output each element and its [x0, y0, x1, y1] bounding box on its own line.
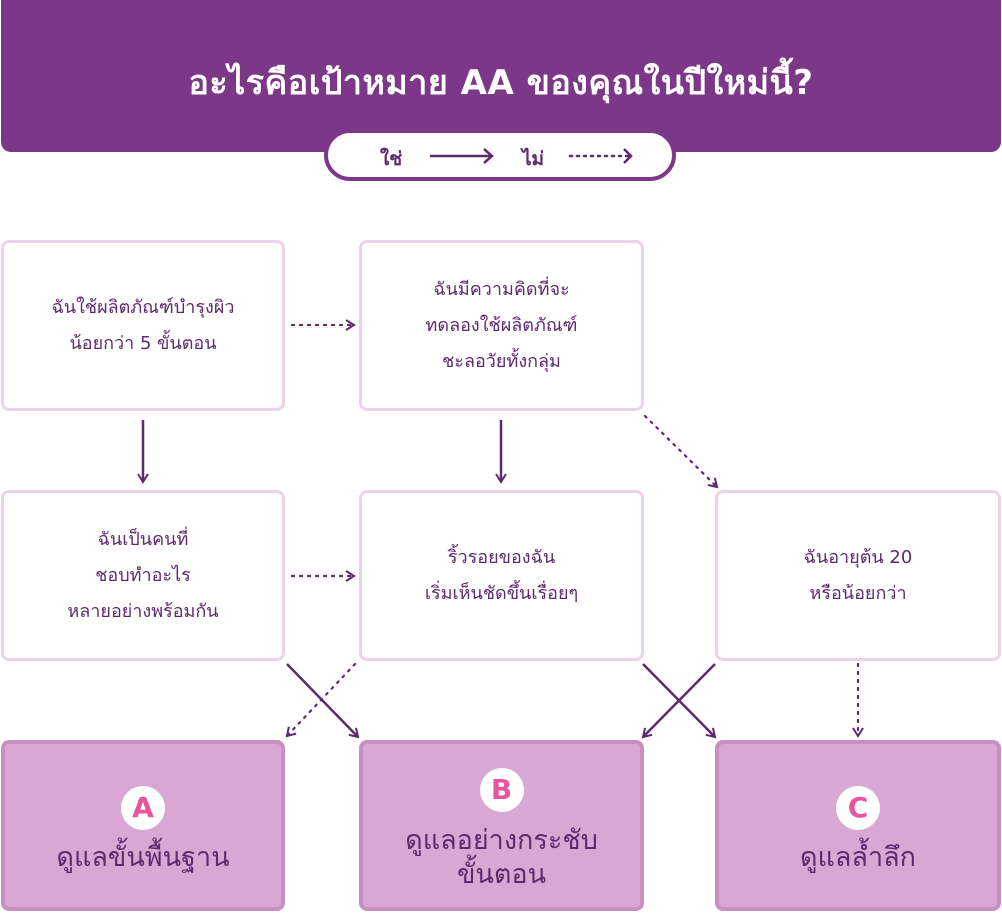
header-banner: อะไรคือเป้าหมาย AA ของคุณในปีใหม่นี้?: [1, 0, 1001, 152]
question-box-skincare-steps: ฉันใช้ผลิตภัณฑ์บำรุงผิว น้อยกว่า 5 ขั้นต…: [1, 240, 285, 411]
result-box-b: B ดูแลอย่างกระชับ ขั้นตอน: [359, 740, 644, 911]
question-text: ฉันอายุต้น 20 หรือน้อยกว่า: [803, 546, 913, 604]
question-text: ฉันใช้ผลิตภัณฑ์บำรุงผิว น้อยกว่า 5 ขั้นต…: [51, 296, 235, 354]
question-box-multitasker: ฉันเป็นคนที่ ชอบทำอะไร หลายอย่างพร้อมกัน: [1, 490, 285, 661]
arrow-q5-to-b-yes: [641, 663, 716, 739]
question-text: ริ้วรอยของฉัน เริ่มเห็นชัดขึ้นเรื่อยๆ: [424, 546, 579, 604]
arrow-q2-to-q5-no: [643, 414, 719, 489]
legend-no-label: ไม่: [522, 148, 545, 170]
result-badge-b: B: [479, 768, 524, 812]
arrow-q3-to-b-yes: [286, 663, 360, 739]
result-box-c: C ดูแลล้ำลึก: [715, 740, 1001, 911]
legend-yes-label: ใช่: [380, 148, 403, 170]
result-title-b: ดูแลอย่างกระชับ ขั้นตอน: [405, 825, 598, 890]
question-box-full-antiaging: ฉันมีความคิดที่จะ ทดลองใช้ผลิตภัณฑ์ ชะลอ…: [359, 240, 644, 411]
question-box-age: ฉันอายุต้น 20 หรือน้อยกว่า: [715, 490, 1001, 661]
page-title: อะไรคือเป้าหมาย AA ของคุณในปีใหม่นี้?: [188, 63, 814, 103]
question-box-wrinkles: ริ้วรอยของฉัน เริ่มเห็นชัดขึ้นเรื่อยๆ: [359, 490, 644, 661]
result-badge-c: C: [836, 786, 880, 830]
legend: ใช่ ไม่: [324, 129, 676, 181]
result-badge-a: A: [121, 786, 165, 830]
solid-arrow-icon: [430, 148, 494, 164]
question-text: ฉันมีความคิดที่จะ ทดลองใช้ผลิตภัณฑ์ ชะลอ…: [425, 278, 578, 372]
result-title-a: ดูแลขั้นพื้นฐาน: [56, 842, 230, 873]
question-text: ฉันเป็นคนที่ ชอบทำอะไร หลายอย่างพร้อมกัน: [67, 528, 219, 622]
result-box-a: A ดูแลขั้นพื้นฐาน: [1, 740, 285, 911]
result-title-c: ดูแลล้ำลึก: [799, 842, 917, 873]
dotted-arrow-icon: [568, 148, 633, 164]
